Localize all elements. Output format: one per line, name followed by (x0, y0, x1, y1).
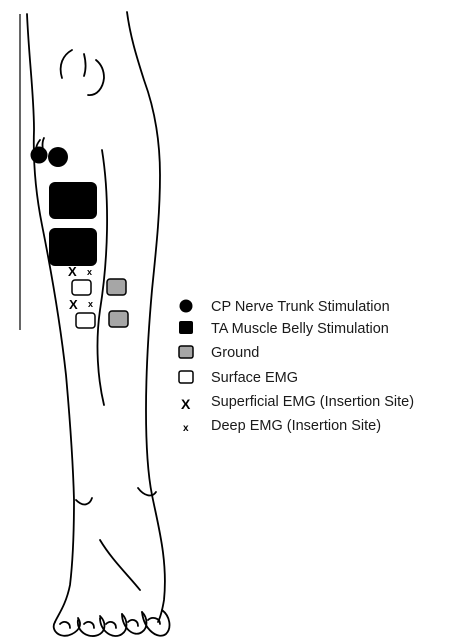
legend-label-ground: Ground (211, 345, 259, 361)
legend-symbol-superficial: X (181, 396, 191, 412)
legend-label-ta-muscle: TA Muscle Belly Stimulation (211, 321, 389, 337)
legend-label-surface-emg: Surface EMG (211, 370, 298, 386)
deep-emg-marker-1: x (87, 267, 92, 277)
surface-emg-electrode-1 (72, 280, 91, 295)
legend-symbol-deep: x (183, 423, 189, 434)
superficial-emg-marker-1: X (68, 264, 77, 279)
surface-emg-electrode-2 (76, 313, 95, 328)
cp-nerve-electrode-2 (48, 147, 68, 167)
ta-muscle-electrode-2 (49, 228, 97, 266)
legend-label-deep-emg: Deep EMG (Insertion Site) (211, 418, 381, 434)
open-square-icon (179, 371, 193, 383)
deep-emg-marker-2: x (88, 299, 93, 309)
ground-electrode-1 (107, 279, 126, 295)
gray-square-icon (179, 346, 193, 358)
leg-outline (27, 12, 165, 622)
legend-label-superficial-emg: Superficial EMG (Insertion Site) (211, 394, 414, 410)
filled-circle-icon (180, 300, 193, 313)
filled-square-icon (179, 321, 193, 334)
toes (54, 610, 170, 636)
cp-nerve-electrode-1 (31, 147, 48, 164)
superficial-emg-marker-2: X (69, 297, 78, 312)
legend-label-cp-nerve: CP Nerve Trunk Stimulation (211, 299, 390, 315)
legend: CP Nerve Trunk Stimulation TA Muscle Bel… (179, 299, 414, 434)
ta-muscle-electrode-1 (49, 182, 97, 219)
ground-electrode-2 (109, 311, 128, 327)
